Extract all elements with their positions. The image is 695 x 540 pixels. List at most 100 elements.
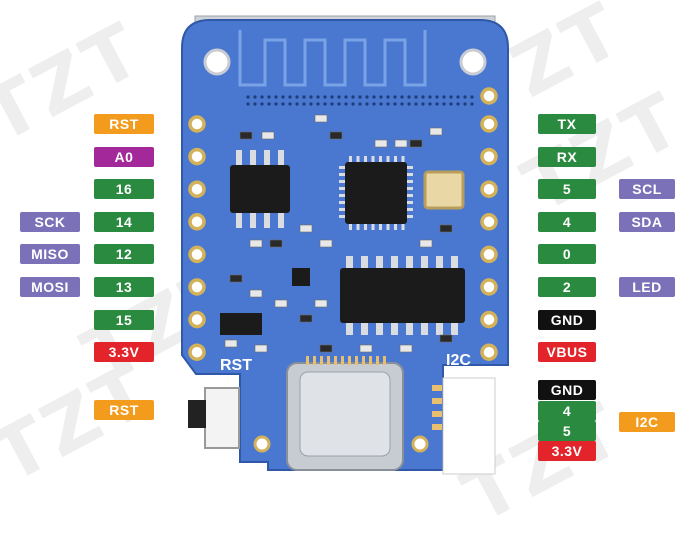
passive-component xyxy=(319,239,333,248)
via xyxy=(309,95,313,99)
left-pin-label-5: 13 xyxy=(94,277,154,297)
usb-pin xyxy=(306,356,309,365)
via xyxy=(407,102,411,106)
via xyxy=(330,102,334,106)
left-header-hole xyxy=(188,147,206,166)
chip-leg xyxy=(407,201,413,204)
via xyxy=(344,102,348,106)
chip-leg xyxy=(401,156,405,162)
usb-pin xyxy=(320,356,323,365)
chip-leg xyxy=(391,323,398,335)
via xyxy=(267,95,271,99)
via xyxy=(414,102,418,106)
left-pin-label-6: 15 xyxy=(94,309,154,330)
test-pad xyxy=(480,87,498,105)
passive-component xyxy=(314,114,328,123)
left-header-hole xyxy=(188,213,206,231)
reset-button-actuator[interactable] xyxy=(188,400,206,428)
via xyxy=(365,102,369,106)
left-header-hole xyxy=(188,180,206,198)
chip-leg xyxy=(236,213,242,228)
via xyxy=(379,102,383,106)
via xyxy=(386,95,390,99)
chip-leg xyxy=(250,150,256,165)
mount-hole-top-left xyxy=(203,48,231,76)
left-header-hole xyxy=(188,310,206,329)
chip-leg xyxy=(406,256,413,268)
via-row xyxy=(246,95,474,106)
chip-leg xyxy=(364,224,367,230)
chip-leg xyxy=(379,224,382,230)
right-pin-label-0: TX xyxy=(538,114,596,134)
via xyxy=(323,95,327,99)
via xyxy=(323,102,327,106)
i2c-pad-1 xyxy=(432,385,442,391)
usb-pin xyxy=(376,356,379,365)
chip-leg xyxy=(407,208,413,211)
chip-leg xyxy=(339,187,345,190)
via xyxy=(435,102,439,106)
chip-leg xyxy=(361,256,368,268)
bottom-pad-left xyxy=(253,435,271,453)
chip-leg xyxy=(264,213,270,228)
passive-component xyxy=(319,344,333,353)
chip-leg xyxy=(356,224,360,230)
via xyxy=(365,95,369,99)
chip-leg xyxy=(394,224,397,230)
chip-leg xyxy=(356,156,360,162)
right-alt-label-2: LED xyxy=(619,277,675,297)
via xyxy=(400,95,404,99)
usb-pin xyxy=(327,356,330,365)
via xyxy=(316,95,320,99)
chip-leg xyxy=(436,256,443,268)
regulator-chip xyxy=(220,313,262,335)
via xyxy=(372,102,376,106)
chip-leg xyxy=(376,256,383,268)
passive-component xyxy=(299,224,313,233)
reset-button-label: RST xyxy=(94,400,154,420)
left-header-hole xyxy=(188,245,206,264)
chip-leg xyxy=(421,256,428,268)
chip-leg xyxy=(451,256,458,268)
via xyxy=(302,102,306,106)
board-illustration: RST I2C xyxy=(181,15,509,475)
connector-pin-label-3: 3.3V xyxy=(538,441,596,461)
i2c-pad-4 xyxy=(432,424,442,430)
usb-pin xyxy=(355,356,358,365)
passive-component xyxy=(329,131,343,140)
connector-pin-label-0: GND xyxy=(538,380,596,400)
chip-leg xyxy=(379,156,382,162)
chip-leg xyxy=(339,194,345,197)
left-header-hole xyxy=(188,343,206,361)
passive-component xyxy=(429,127,443,136)
passive-component xyxy=(299,314,313,323)
via xyxy=(442,95,446,99)
via xyxy=(358,102,362,106)
via xyxy=(253,102,257,106)
right-header-hole xyxy=(480,147,498,166)
via xyxy=(344,95,348,99)
via xyxy=(421,95,425,99)
chip-leg xyxy=(339,166,345,169)
via xyxy=(421,102,425,106)
via xyxy=(435,95,439,99)
via xyxy=(260,102,264,106)
via xyxy=(463,95,467,99)
i2c-pad-2 xyxy=(432,398,442,404)
left-header-hole xyxy=(188,115,206,133)
usb-pin xyxy=(341,356,344,365)
chip-leg xyxy=(391,256,398,268)
silk-rst: RST xyxy=(220,357,252,374)
chip-leg xyxy=(361,323,368,335)
chip-leg xyxy=(278,150,284,165)
via xyxy=(358,95,362,99)
chip-leg xyxy=(339,173,345,176)
right-header-hole xyxy=(480,343,498,361)
via xyxy=(253,95,257,99)
chip-leg xyxy=(376,323,383,335)
usb-serial-chip xyxy=(340,268,465,323)
passive-component xyxy=(359,344,373,353)
right-pin-label-4: 0 xyxy=(538,244,596,265)
via xyxy=(400,102,404,106)
right-header-hole xyxy=(480,180,498,198)
